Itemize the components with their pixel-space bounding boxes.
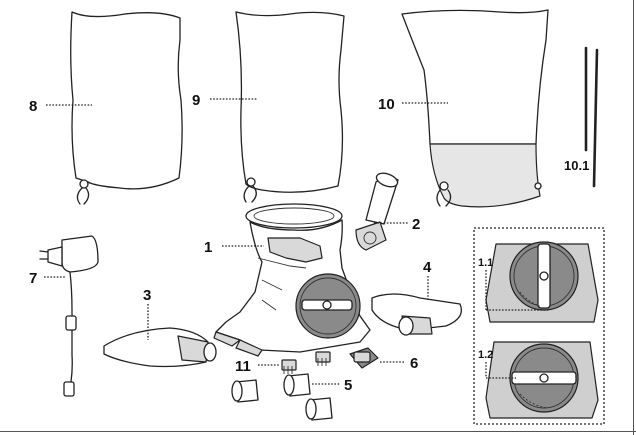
label-1: 1 (204, 239, 212, 256)
label-10-1: 10.1 (564, 158, 589, 173)
filter-bag-8 (70, 11, 183, 205)
label-3: 3 (143, 287, 151, 304)
inset-dial-upper (485, 241, 599, 323)
label-1-1: 1.1 (478, 257, 493, 269)
roller-5c (305, 397, 333, 421)
label-7: 7 (29, 270, 37, 287)
handle-2 (355, 172, 399, 251)
filter-bag-10 (401, 9, 549, 208)
rods-10-1 (584, 46, 599, 188)
label-10: 10 (378, 96, 395, 113)
label-6: 6 (410, 355, 418, 372)
filter-mesh-band (429, 143, 541, 208)
label-1-2: 1.2 (478, 349, 493, 361)
connector-6 (349, 347, 379, 369)
inset-dial-lower (485, 341, 599, 419)
label-9: 9 (192, 92, 200, 109)
roller-5a (231, 379, 259, 403)
cover-4 (371, 293, 463, 336)
filter-bag-9 (235, 11, 345, 203)
label-2: 2 (412, 216, 420, 233)
roller-5b (283, 373, 311, 397)
fin-3 (103, 327, 217, 368)
inset-detail: 1.1 1.2 (473, 227, 605, 425)
label-8: 8 (29, 98, 37, 115)
brush-small-11a (281, 359, 297, 374)
body-dial (295, 273, 361, 339)
label-11: 11 (235, 358, 251, 375)
power-adapter-7 (39, 235, 99, 397)
brush-small-11b (315, 351, 331, 366)
label-4: 4 (423, 259, 432, 276)
label-5: 5 (344, 377, 352, 394)
